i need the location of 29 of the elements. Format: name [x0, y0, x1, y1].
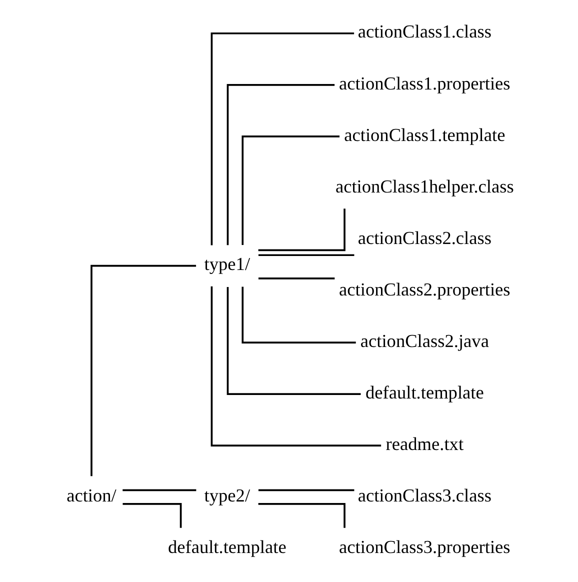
connector: [90, 264, 196, 476]
node-text: actionClass1.template: [344, 124, 506, 145]
node-text: readme.txt: [386, 434, 464, 454]
node-text: actionClass1.class: [358, 22, 492, 42]
node-text: type2/: [204, 485, 250, 506]
node-text: actionClass2.properties: [339, 279, 510, 300]
connector: [258, 254, 354, 256]
node-text: actionClass3.properties: [339, 536, 510, 557]
node-text: default.template: [168, 536, 286, 557]
connector: [258, 208, 346, 252]
connector: [210, 286, 382, 446]
connector: [210, 32, 354, 246]
node-text: actionClass2.java: [360, 330, 489, 351]
node-text: default.template: [365, 382, 484, 402]
connector: [258, 503, 346, 528]
connector: [258, 489, 354, 492]
node-text: actionClass3.class: [358, 485, 492, 506]
connector: [242, 136, 340, 246]
connector: [226, 84, 335, 246]
node-text: actionClass1helper.class: [336, 176, 514, 196]
connector: [226, 286, 361, 395]
node-text: action/: [66, 485, 116, 506]
connector: [122, 503, 182, 528]
connector: [122, 489, 196, 492]
node-text: type1/: [204, 254, 250, 274]
connector: [258, 277, 335, 280]
node-text: actionClass2.class: [358, 228, 492, 248]
node-text: actionClass1.properties: [339, 73, 510, 94]
connector: [242, 286, 356, 344]
